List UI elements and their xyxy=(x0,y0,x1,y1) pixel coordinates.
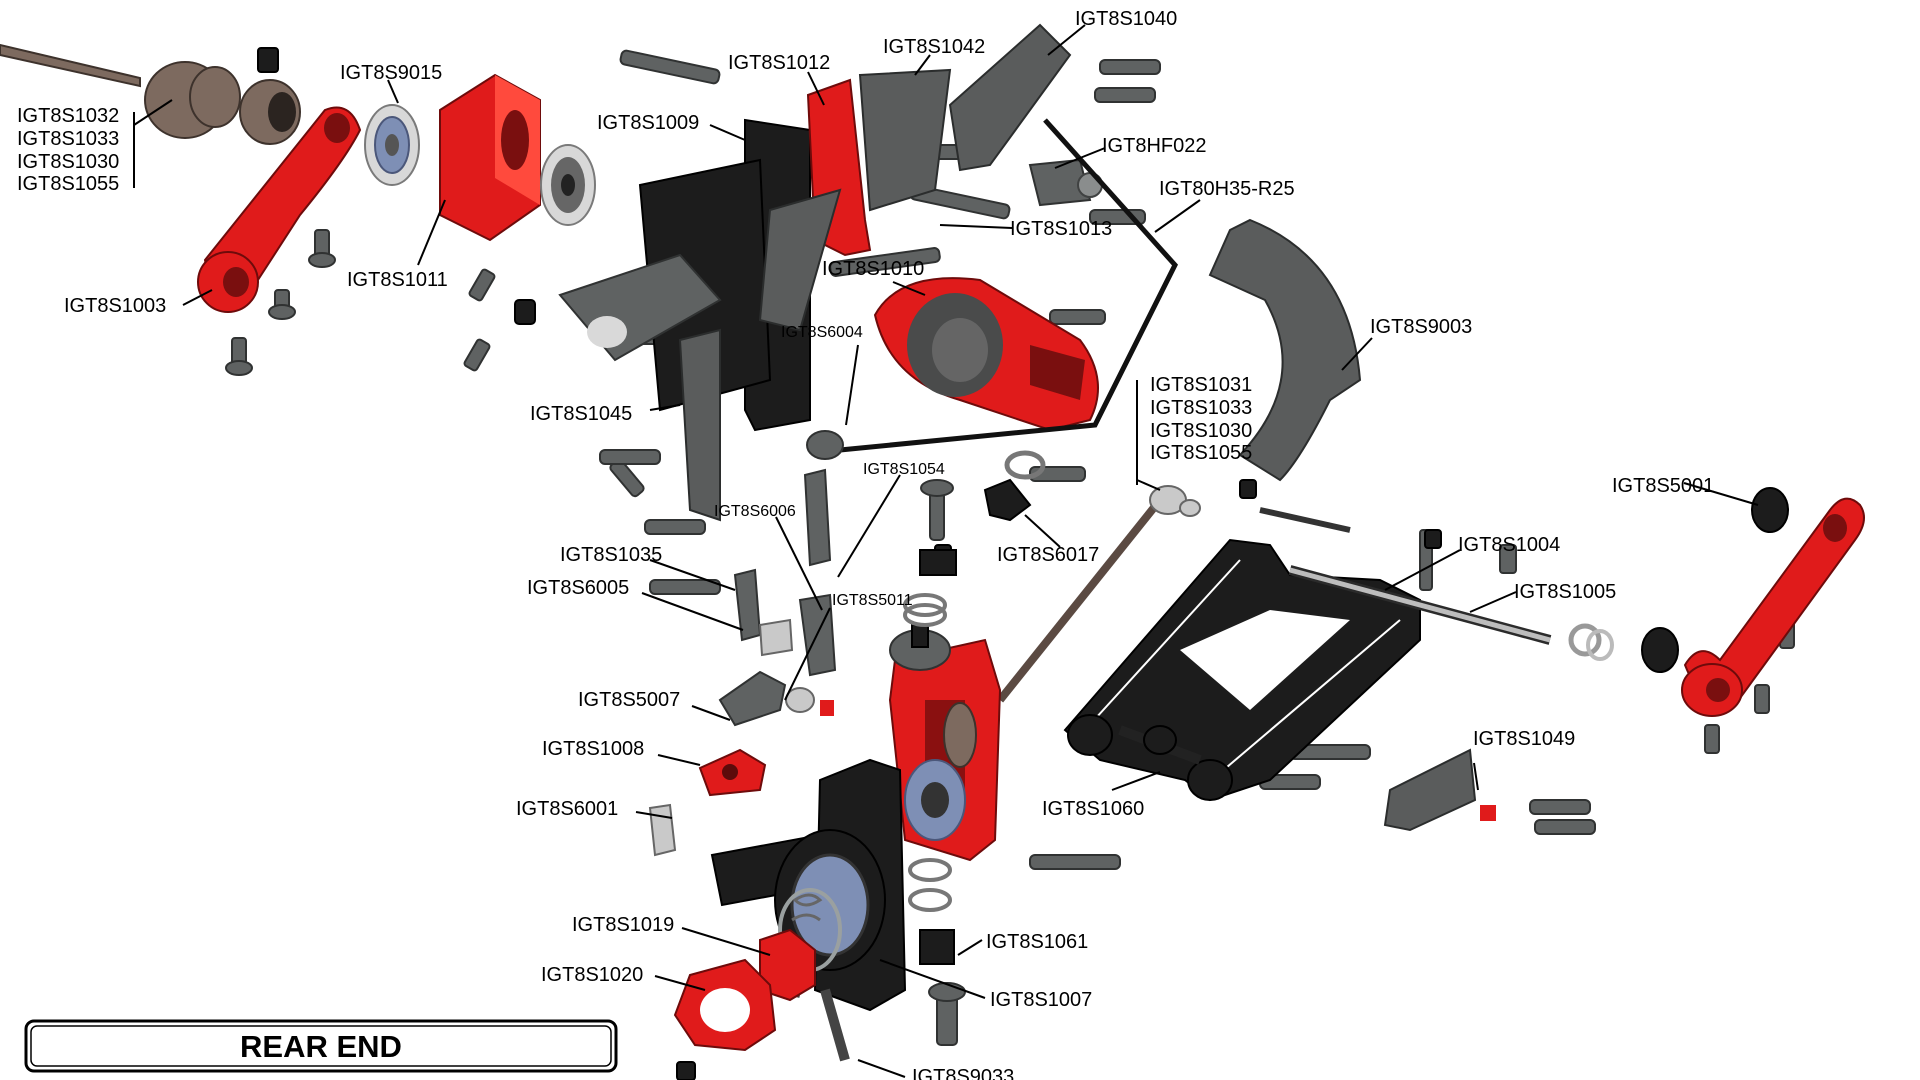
part-label: IGT8S6006 xyxy=(714,503,796,520)
ball-stud xyxy=(1028,158,1103,207)
set-screw xyxy=(257,47,279,73)
part-label: IGT8S6004 xyxy=(781,324,863,341)
part-label: IGT8S1033 xyxy=(1150,397,1252,419)
part-label: IGT8S1013 xyxy=(1010,218,1112,240)
part-label: IGT8S1008 xyxy=(542,738,644,760)
bearing-left xyxy=(364,104,420,186)
small-parts xyxy=(648,450,1496,1062)
part-label: IGT8S1042 xyxy=(883,36,985,58)
anti-roll-bar xyxy=(839,118,1178,453)
black-hub-carrier xyxy=(710,758,907,1012)
carbon-plates xyxy=(678,23,1477,832)
part-label: IGT8S9033 xyxy=(912,1066,1014,1080)
part-label: IGT8S1007 xyxy=(990,989,1092,1011)
red-link-right xyxy=(1681,497,1865,717)
title-banner: REAR END xyxy=(24,1019,618,1073)
red-block xyxy=(439,73,541,242)
part-label: IGT8S1012 xyxy=(728,52,830,74)
part-label: IGT8S6005 xyxy=(527,577,629,599)
part-label: IGT8S1054 xyxy=(863,461,945,478)
spring xyxy=(791,893,823,922)
lower-arm xyxy=(1063,538,1421,802)
bearing-center xyxy=(540,144,596,226)
part-label: IGT8S1005 xyxy=(1514,581,1616,603)
bushing-right xyxy=(1568,487,1789,673)
red-hub-carrier xyxy=(873,277,1099,432)
part-label: IGT8S1045 xyxy=(530,403,632,425)
drive-shaft-left xyxy=(0,43,301,145)
leader-lines xyxy=(133,24,1759,1078)
part-label: IGT8S1055 xyxy=(1150,442,1252,464)
part-label: IGT8S9003 xyxy=(1370,316,1472,338)
part-label: IGT8S5011 xyxy=(832,592,913,609)
part-label: IGT8S9015 xyxy=(340,62,442,84)
axle-stub xyxy=(904,702,977,841)
part-label: IGT8S1019 xyxy=(572,914,674,936)
rear-cover xyxy=(1208,218,1362,482)
part-label: IGT8HF022 xyxy=(1102,135,1206,157)
red-link-left xyxy=(197,106,362,313)
part-label: IGT8S1011 xyxy=(347,269,448,291)
part-label: IGT8S1009 xyxy=(597,112,699,134)
part-label: IGT8S5007 xyxy=(578,689,680,711)
part-label: IGT8S1035 xyxy=(560,544,662,566)
part-label: IGT8S1010 xyxy=(822,258,924,280)
part-label: IGT8S1033 xyxy=(17,128,119,150)
part-label: IGT8S6017 xyxy=(997,544,1099,566)
part-label: IGT8S1003 xyxy=(64,295,166,317)
part-label: IGT8S1031 xyxy=(1150,374,1252,396)
drive-shaft-center xyxy=(996,485,1201,703)
part-label: IGT8S5001 xyxy=(1612,475,1714,497)
black-bulkhead xyxy=(558,118,811,432)
page-title: REAR END xyxy=(240,1029,402,1064)
part-label: IGT8S1032 xyxy=(17,105,119,127)
part-label: IGT8S1040 xyxy=(1075,8,1177,30)
part-label: IGT8S1020 xyxy=(541,964,643,986)
ball-end xyxy=(806,430,844,460)
part-label: IGT8S1055 xyxy=(17,173,119,195)
part-labels: IGT8S1032 IGT8S1033 IGT8S1030 IGT8S1055 … xyxy=(17,8,1714,1080)
part-label: IGT8S1049 xyxy=(1473,728,1575,750)
part-label: IGT8S1004 xyxy=(1458,534,1560,556)
part-label: IGT8S1060 xyxy=(1042,798,1144,820)
part-label: IGT8S1061 xyxy=(986,931,1088,953)
part-label: IGT80H35-R25 xyxy=(1159,178,1295,200)
part-label: IGT8S6001 xyxy=(516,798,618,820)
part-label: IGT8S1030 xyxy=(17,151,119,173)
part-label: IGT8S1030 xyxy=(1150,420,1252,442)
red-hex-hubs xyxy=(673,928,816,1052)
